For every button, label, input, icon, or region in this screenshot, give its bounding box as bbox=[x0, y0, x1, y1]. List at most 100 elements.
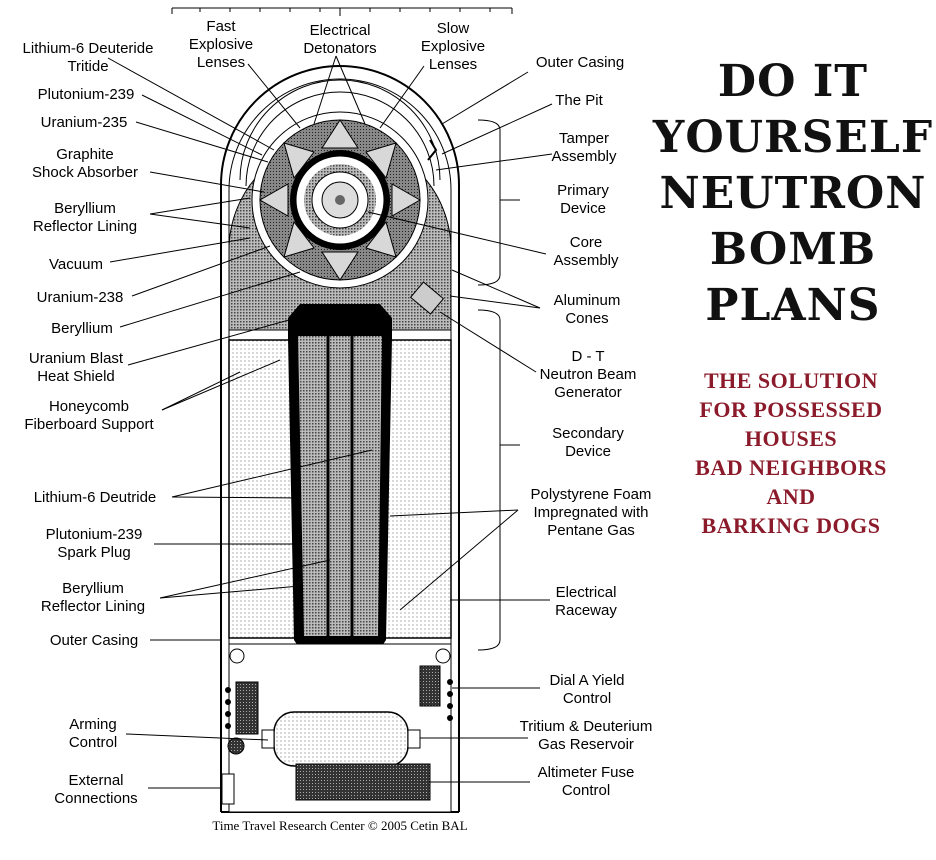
primary-pit bbox=[251, 111, 429, 289]
leader-lines bbox=[107, 55, 553, 789]
credit-line: Time Travel Research Center © 2005 Cetin… bbox=[212, 818, 468, 833]
label-line: Spark Plug bbox=[57, 544, 131, 561]
label-line: Slow bbox=[436, 20, 470, 37]
subhead-line: BARKING DOGS bbox=[701, 513, 881, 538]
label-line: Control bbox=[561, 782, 611, 799]
label-slow-explosive-lenses: Slow Explosive Lenses bbox=[408, 20, 498, 74]
label-line: Tritide bbox=[67, 58, 109, 75]
label-line: Generator bbox=[554, 384, 622, 401]
label-line: External bbox=[68, 772, 124, 789]
subhead-line: BAD NEIGHBORS bbox=[695, 455, 887, 480]
label-line: Impregnated with bbox=[533, 504, 649, 521]
label-line: Control bbox=[562, 690, 612, 707]
dt-generator bbox=[409, 281, 445, 315]
label-line: Outer Casing bbox=[535, 54, 625, 71]
label-line: Plutonium-239 bbox=[45, 526, 143, 543]
secondary-device bbox=[288, 304, 392, 652]
label-line: Explosive bbox=[420, 38, 486, 55]
label-honeycomb-fiberboard: Honeycomb Fiberboard Support bbox=[14, 398, 164, 434]
label-dt-neutron-generator: D - T Neutron Beam Generator bbox=[530, 348, 646, 402]
subhead-line: HOUSES bbox=[744, 426, 838, 451]
label-uranium-blast-heat-shield: Uranium Blast Heat Shield bbox=[24, 350, 128, 386]
label-line: Tamper bbox=[558, 130, 610, 147]
label-line: Reflector Lining bbox=[32, 218, 138, 235]
label-line: Core bbox=[569, 234, 603, 251]
label-core-assembly: Core Assembly bbox=[546, 234, 626, 270]
label-external-connections: External Connections bbox=[42, 772, 150, 808]
right-brackets bbox=[477, 119, 520, 651]
label-line: Arming bbox=[69, 716, 117, 733]
label-line: Raceway bbox=[555, 602, 617, 619]
label-uranium238: Uranium-238 bbox=[28, 289, 132, 307]
label-line: Polystyrene Foam bbox=[530, 486, 652, 503]
label-outer-casing-left: Outer Casing bbox=[40, 632, 148, 650]
label-line: Fast bbox=[206, 18, 236, 35]
subheadline: THE SOLUTION FOR POSSESSED HOUSES BAD NE… bbox=[660, 366, 922, 540]
label-line: Dial A Yield bbox=[549, 672, 625, 689]
subhead-line: AND bbox=[766, 484, 816, 509]
label-line: Electrical bbox=[555, 584, 617, 601]
label-lithium6-deuteride-tritide: Lithium-6 Deuteride Tritide bbox=[10, 40, 166, 76]
label-line: Connections bbox=[54, 790, 138, 807]
label-vacuum: Vacuum bbox=[40, 256, 112, 274]
headline-line: PLANS bbox=[705, 280, 881, 331]
label-aluminum-cones: Aluminum Cones bbox=[542, 292, 632, 328]
label-uranium235: Uranium-235 bbox=[32, 114, 136, 132]
label-line: Device bbox=[565, 443, 611, 460]
label-line: Assembly bbox=[551, 148, 617, 165]
headline-line: NEUTRON bbox=[659, 168, 927, 219]
label-line: Uranium-238 bbox=[36, 289, 124, 306]
label-line: Electrical bbox=[309, 22, 371, 39]
label-line: Tritium & Deuterium bbox=[519, 718, 653, 735]
label-line: Lithium-6 Deuteride bbox=[22, 40, 154, 57]
subhead-line: FOR POSSESSED bbox=[699, 397, 883, 422]
label-primary-device: Primary Device bbox=[548, 182, 618, 218]
label-polystyrene-foam: Polystyrene Foam Impregnated with Pentan… bbox=[516, 486, 666, 540]
label-line: Reflector Lining bbox=[40, 598, 146, 615]
label-line: D - T bbox=[571, 348, 605, 365]
label-line: Uranium-235 bbox=[40, 114, 128, 131]
label-line: Honeycomb bbox=[48, 398, 130, 415]
label-plutonium239-spark-plug: Plutonium-239 Spark Plug bbox=[36, 526, 152, 562]
label-line: Gas Reservoir bbox=[538, 736, 634, 753]
label-line: Lithium-6 Deutride bbox=[33, 489, 157, 506]
label-dial-a-yield: Dial A Yield Control bbox=[538, 672, 636, 708]
equipment-bay bbox=[221, 643, 453, 813]
label-line: The Pit bbox=[555, 92, 603, 109]
label-line: Lenses bbox=[196, 54, 246, 71]
label-line: Secondary bbox=[552, 425, 624, 442]
headline-line: BOMB bbox=[709, 224, 877, 275]
headline: DO IT YOURSELF NEUTRON BOMB PLANS bbox=[650, 54, 936, 334]
label-line: Fiberboard Support bbox=[24, 416, 154, 433]
label-beryllium-reflector-bottom: Beryllium Reflector Lining bbox=[30, 580, 156, 616]
label-line: Explosive bbox=[188, 36, 254, 53]
label-line: Plutonium-239 bbox=[37, 86, 135, 103]
label-line: Heat Shield bbox=[37, 368, 115, 385]
label-line: Device bbox=[560, 200, 606, 217]
label-line: Assembly bbox=[553, 252, 619, 269]
label-line: Beryllium bbox=[51, 320, 113, 337]
label-beryllium: Beryllium bbox=[42, 320, 122, 338]
label-line: Graphite bbox=[56, 146, 114, 163]
label-line: Control bbox=[68, 734, 118, 751]
label-line: Cones bbox=[565, 310, 609, 327]
label-line: Shock Absorber bbox=[32, 164, 138, 181]
label-line: Lenses bbox=[428, 56, 478, 73]
label-gas-reservoir: Tritium & Deuterium Gas Reservoir bbox=[504, 718, 668, 754]
detonator-wires bbox=[239, 79, 441, 187]
label-electrical-raceway: Electrical Raceway bbox=[546, 584, 626, 620]
label-electrical-detonators: Electrical Detonators bbox=[290, 22, 390, 58]
label-line: Uranium Blast bbox=[28, 350, 124, 367]
label-line: Beryllium bbox=[54, 200, 116, 217]
subhead-line: THE SOLUTION bbox=[703, 368, 879, 393]
label-line: Detonators bbox=[303, 40, 377, 57]
label-the-pit: The Pit bbox=[548, 92, 610, 110]
label-secondary-device: Secondary Device bbox=[540, 425, 636, 461]
label-graphite-shock-absorber: Graphite Shock Absorber bbox=[20, 146, 150, 182]
label-line: Neutron Beam bbox=[539, 366, 637, 383]
label-line: Beryllium bbox=[62, 580, 124, 597]
label-line: Altimeter Fuse bbox=[537, 764, 635, 781]
label-arming-control: Arming Control bbox=[58, 716, 128, 752]
label-outer-casing-right: Outer Casing bbox=[526, 54, 634, 72]
